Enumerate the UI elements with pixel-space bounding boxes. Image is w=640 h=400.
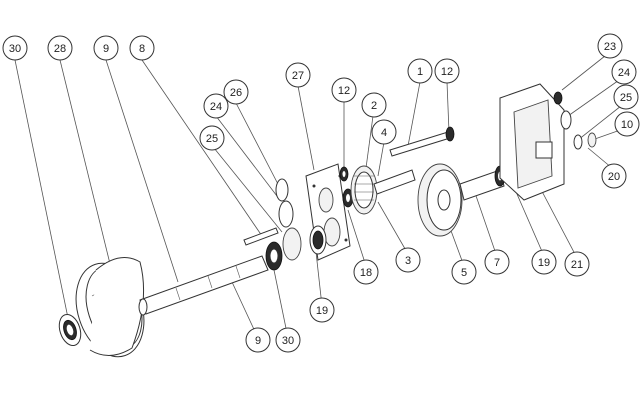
svg-text:21: 21 (571, 259, 583, 271)
front-plate (305, 163, 351, 261)
callout-19-right: 19 (531, 249, 557, 275)
callout-10: 10 (614, 111, 640, 137)
svg-text:24: 24 (210, 101, 222, 113)
callout-12-right: 12 (434, 58, 460, 84)
svg-text:18: 18 (360, 267, 372, 279)
callout-20: 20 (601, 163, 627, 189)
callout-4: 4 (371, 119, 397, 145)
svg-text:8: 8 (139, 43, 145, 55)
callout-21: 21 (564, 251, 590, 277)
callout-1: 1 (407, 58, 433, 84)
svg-text:1: 1 (417, 66, 423, 78)
callout-9-top: 9 (93, 35, 119, 61)
svg-text:27: 27 (292, 70, 304, 82)
svg-text:12: 12 (338, 85, 350, 97)
callout-28: 28 (47, 35, 73, 61)
svg-text:19: 19 (316, 305, 328, 317)
callout-19-left: 19 (309, 297, 335, 323)
leader-lines (14, 51, 627, 339)
svg-text:4: 4 (381, 127, 387, 139)
pinion-gear (350, 165, 378, 215)
pulley-wheel (75, 257, 145, 358)
bearing-left (58, 313, 82, 347)
small-bearings-middle (339, 166, 354, 208)
callout-24-right: 24 (611, 59, 637, 85)
callout-27: 27 (285, 62, 311, 88)
svg-text:12: 12 (441, 66, 453, 78)
callout-25-left: 25 (199, 125, 225, 151)
svg-text:30: 30 (9, 43, 21, 55)
callout-30-bottom: 30 (275, 327, 301, 353)
callout-3: 3 (395, 247, 421, 273)
callout-12-left: 12 (331, 77, 357, 103)
output-shaft (459, 165, 506, 201)
svg-text:9: 9 (255, 335, 261, 347)
callout-23: 23 (597, 33, 623, 59)
svg-text:9: 9 (103, 43, 109, 55)
svg-text:26: 26 (230, 87, 242, 99)
callout-8: 8 (129, 35, 155, 61)
callout-25-right: 25 (613, 84, 639, 110)
callout-18: 18 (353, 259, 379, 285)
svg-text:25: 25 (206, 133, 218, 145)
pinion-shaft (373, 126, 455, 195)
callout-2: 2 (361, 92, 387, 118)
callout-26: 26 (223, 79, 249, 105)
svg-text:19: 19 (538, 257, 550, 269)
shaft-key (243, 227, 279, 246)
gearbox-housing (499, 83, 597, 201)
svg-text:25: 25 (620, 92, 632, 104)
callout-7: 7 (484, 249, 510, 275)
svg-text:23: 23 (604, 41, 616, 53)
svg-text:3: 3 (405, 255, 411, 267)
svg-text:20: 20 (608, 171, 620, 183)
svg-text:24: 24 (618, 67, 630, 79)
seal-stack-left (265, 178, 302, 271)
bearing-front (309, 225, 327, 255)
svg-text:10: 10 (621, 119, 633, 131)
large-gear (417, 163, 463, 237)
callout-5: 5 (451, 259, 477, 285)
input-shaft (138, 255, 269, 316)
svg-text:7: 7 (494, 257, 500, 269)
callout-24-left: 24 (203, 93, 229, 119)
svg-text:2: 2 (371, 100, 377, 112)
svg-text:28: 28 (54, 43, 66, 55)
callout-30-top: 30 (2, 35, 28, 61)
svg-text:30: 30 (282, 335, 294, 347)
svg-text:5: 5 (461, 267, 467, 279)
callout-9-bottom: 9 (245, 327, 271, 353)
